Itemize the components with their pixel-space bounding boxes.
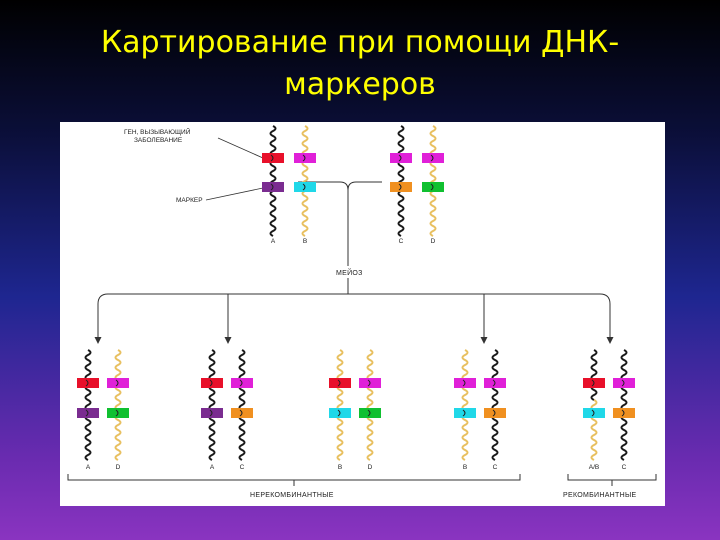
parent-1-chromosome-right: B [294,126,316,245]
offspring-3-chromosome-right-letter: D [368,464,373,471]
offspring-1-chromosome-right: D [107,350,129,471]
offspring-2-chromosome-right-strand [240,350,245,460]
offspring-5-chromosome-right-letter: C [622,464,627,471]
offspring-1-chromosome-left-letter: A [86,464,91,471]
nonrecombinant-label: НЕРЕКОМБИНАНТНЫЕ [250,492,334,499]
recombinant-label: РЕКОМБИНАНТНЫЕ [563,492,636,499]
meiosis-branch [98,294,610,342]
offspring-1-chromosome-left: A [77,350,99,471]
diagram-panel: ГЕН, ВЫЗЫВАЮЩИЙ ЗАБОЛЕВАНИЕ МАРКЕР МЕЙОЗ… [60,122,665,506]
parent-1-chromosome-right-strand [303,126,308,236]
slide-title: Картирование при помощи ДНК- маркеров [0,22,720,106]
offspring-2-chromosome-left: A [201,350,223,471]
nonrecombinant-bracket [68,474,520,480]
parent-2-chromosome-left-strand [399,126,404,236]
offspring-3-chromosome-right: D [359,350,381,471]
offspring-4-chromosome-right: C [484,350,506,471]
offspring-2-chromosome-right: C [231,350,253,471]
parent-2-chromosome-left: C [390,126,412,245]
offspring-3-chromosome-right-strand [368,350,373,460]
parent-1-chromosome-left-letter: A [271,238,276,245]
offspring-3-chromosome-left: B [329,350,351,471]
parent-1-chromosome-left: A [262,126,284,245]
slide-title-line-1: Картирование при помощи ДНК- [0,22,720,64]
offspring-1-chromosome-right-letter: D [116,464,121,471]
parent-bracket-right [348,182,382,190]
marker-label: МАРКЕР [176,197,203,204]
offspring-5-chromosome-left-strand-upper [592,350,597,400]
offspring-2-chromosome-left-strand [210,350,215,460]
offspring-4-chromosome-right-strand [493,350,498,460]
dna-marker-diagram: ГЕН, ВЫЗЫВАЮЩИЙ ЗАБОЛЕВАНИЕ МАРКЕР МЕЙОЗ… [60,122,665,506]
parent-1-chromosome-right-letter: B [303,238,307,245]
offspring-4-chromosome-left: B [454,350,476,471]
parent-2-chromosome-right-letter: D [431,238,436,245]
parent-2-chromosome-right-strand [431,126,436,236]
offspring-2-chromosome-right-letter: C [240,464,245,471]
recombinant-bracket [568,474,656,480]
parent-2-chromosome-left-letter: C [399,238,404,245]
offspring-5-chromosome-right-strand [622,350,627,460]
offspring-5-chromosome-right: C [613,350,635,471]
offspring-4-chromosome-left-strand [463,350,468,460]
disease-gene-label-line-2: ЗАБОЛЕВАНИЕ [134,137,183,144]
chromosome-layer: A B C D A D A C B D B C A/B C [77,126,635,471]
marker-pointer [206,188,263,200]
slide-title-line-2: маркеров [0,64,720,106]
offspring-1-chromosome-right-strand [116,350,121,460]
offspring-5-chromosome-left: A/B [583,350,605,471]
offspring-1-chromosome-left-strand [86,350,91,460]
offspring-4-chromosome-left-letter: B [463,464,467,471]
offspring-3-chromosome-left-strand [338,350,343,460]
offspring-2-chromosome-left-letter: A [210,464,215,471]
offspring-4-chromosome-right-letter: C [493,464,498,471]
disease-gene-pointer [218,138,263,158]
parent-1-chromosome-left-strand [271,126,276,236]
parent-2-chromosome-right: D [422,126,444,245]
offspring-3-chromosome-left-letter: B [338,464,342,471]
offspring-5-chromosome-left-letter: A/B [589,464,599,471]
meiosis-label: МЕЙОЗ [336,268,363,277]
disease-gene-label-line-1: ГЕН, ВЫЗЫВАЮЩИЙ [124,127,191,136]
